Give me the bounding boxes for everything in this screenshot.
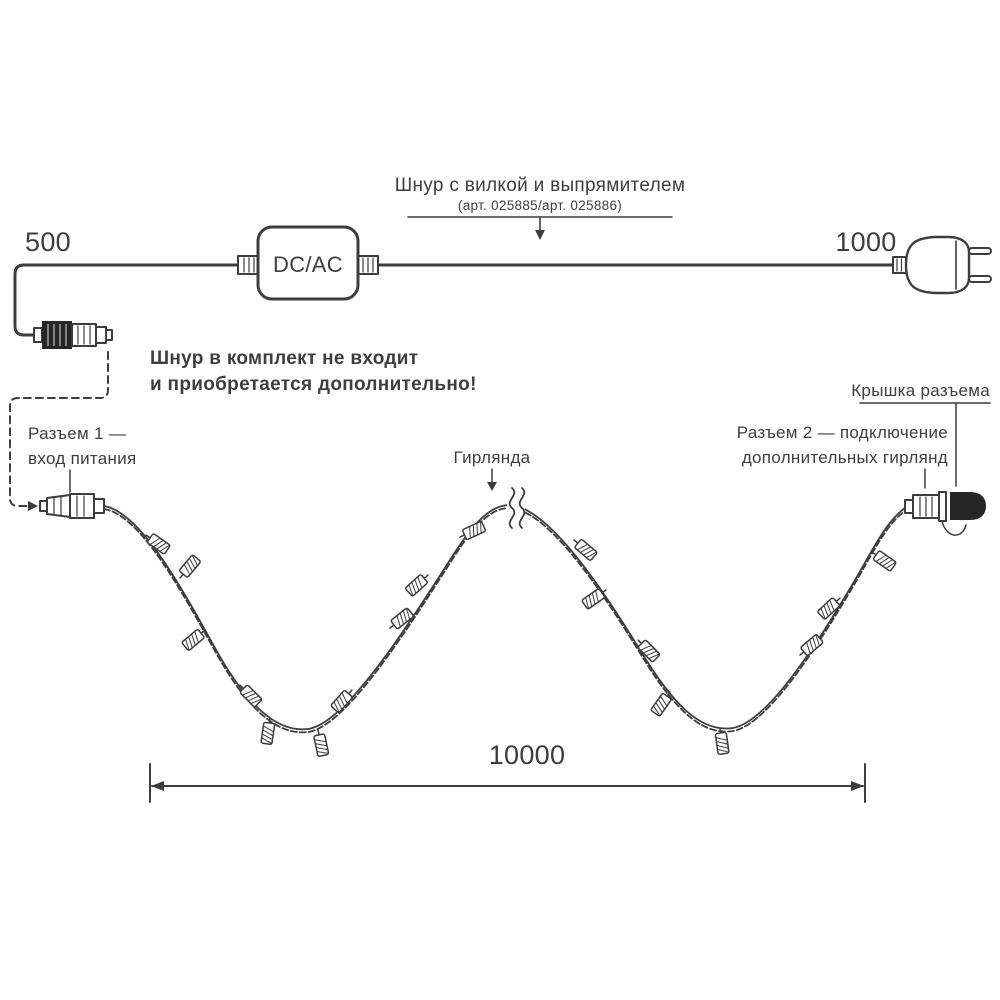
cord-wire-left [13, 263, 250, 337]
total-length-dimension: 10000 [149, 740, 866, 803]
lamp-icon [580, 584, 610, 611]
lamp-icon [649, 688, 676, 718]
dimension-500: 500 [25, 227, 71, 257]
optional-cord-dashed-path [9, 351, 109, 507]
garland-cable [103, 504, 906, 734]
lamp-icon [385, 606, 415, 634]
lamp-icon [404, 570, 433, 598]
converter-label: DC/AC [273, 252, 343, 277]
dc-ac-converter: DC/AC [237, 225, 379, 301]
lamp-icon [235, 680, 264, 709]
connector2-label-line2: дополнительных гирлянд [742, 448, 948, 467]
not-included-note-line2: и приобретается дополнительно! [150, 374, 477, 395]
dim-arrow-left-icon [151, 781, 164, 791]
power-cord-assembly: Шнур с вилкой и выпрямителем (арт. 02588… [13, 175, 992, 349]
connector1-label-line1: Разъем 1 — [28, 424, 126, 443]
connector-cap-icon [941, 492, 986, 536]
garland-output-connector-icon [904, 491, 947, 522]
lamp-icon [175, 553, 202, 583]
garland-lamps [142, 520, 898, 758]
dashed-path-arrow-icon [28, 501, 38, 511]
connector1-label-line2: вход питания [28, 449, 137, 468]
not-included-note-line1: Шнур в комплект не входит [150, 348, 418, 369]
lamp-icon [180, 625, 210, 652]
lamp-icon [633, 635, 662, 664]
garland-label: Гирлянда [454, 448, 531, 467]
connector2-label-line1: Разъем 2 — подключение [737, 423, 948, 442]
dim-arrow-right-icon [851, 781, 864, 791]
cord-article-label: (арт. 025885/арт. 025886) [458, 198, 622, 213]
garland-arrow-icon [487, 482, 497, 491]
lamp-icon [456, 520, 487, 543]
cable-break-mark [507, 487, 526, 529]
mains-plug-icon [892, 235, 992, 295]
lamp-icon [311, 728, 330, 758]
dimension-10000: 10000 [489, 740, 566, 770]
cord-connector-icon [33, 321, 113, 349]
cord-label-arrow-icon [535, 230, 545, 240]
dimension-1000: 1000 [835, 227, 896, 257]
garland-input-connector-icon [39, 493, 105, 519]
cord-label: Шнур с вилкой и выпрямителем [395, 175, 685, 196]
lamp-icon [260, 716, 277, 746]
cap-label: Крышка разъема [851, 381, 990, 400]
